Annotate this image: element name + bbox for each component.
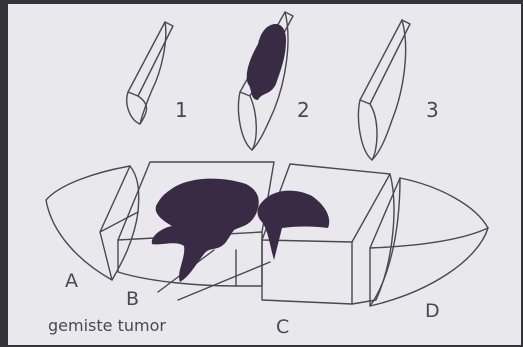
segment-label-b: B xyxy=(126,290,139,309)
segment-label-c: C xyxy=(276,318,289,337)
segment-label-d: D xyxy=(425,302,440,321)
caption-gemiste-tumor: gemiste tumor xyxy=(48,318,166,334)
slice-label-3: 3 xyxy=(426,100,439,120)
slice-label-2: 2 xyxy=(297,100,310,120)
segment-label-a: A xyxy=(65,272,78,291)
slice-label-1: 1 xyxy=(175,100,188,120)
